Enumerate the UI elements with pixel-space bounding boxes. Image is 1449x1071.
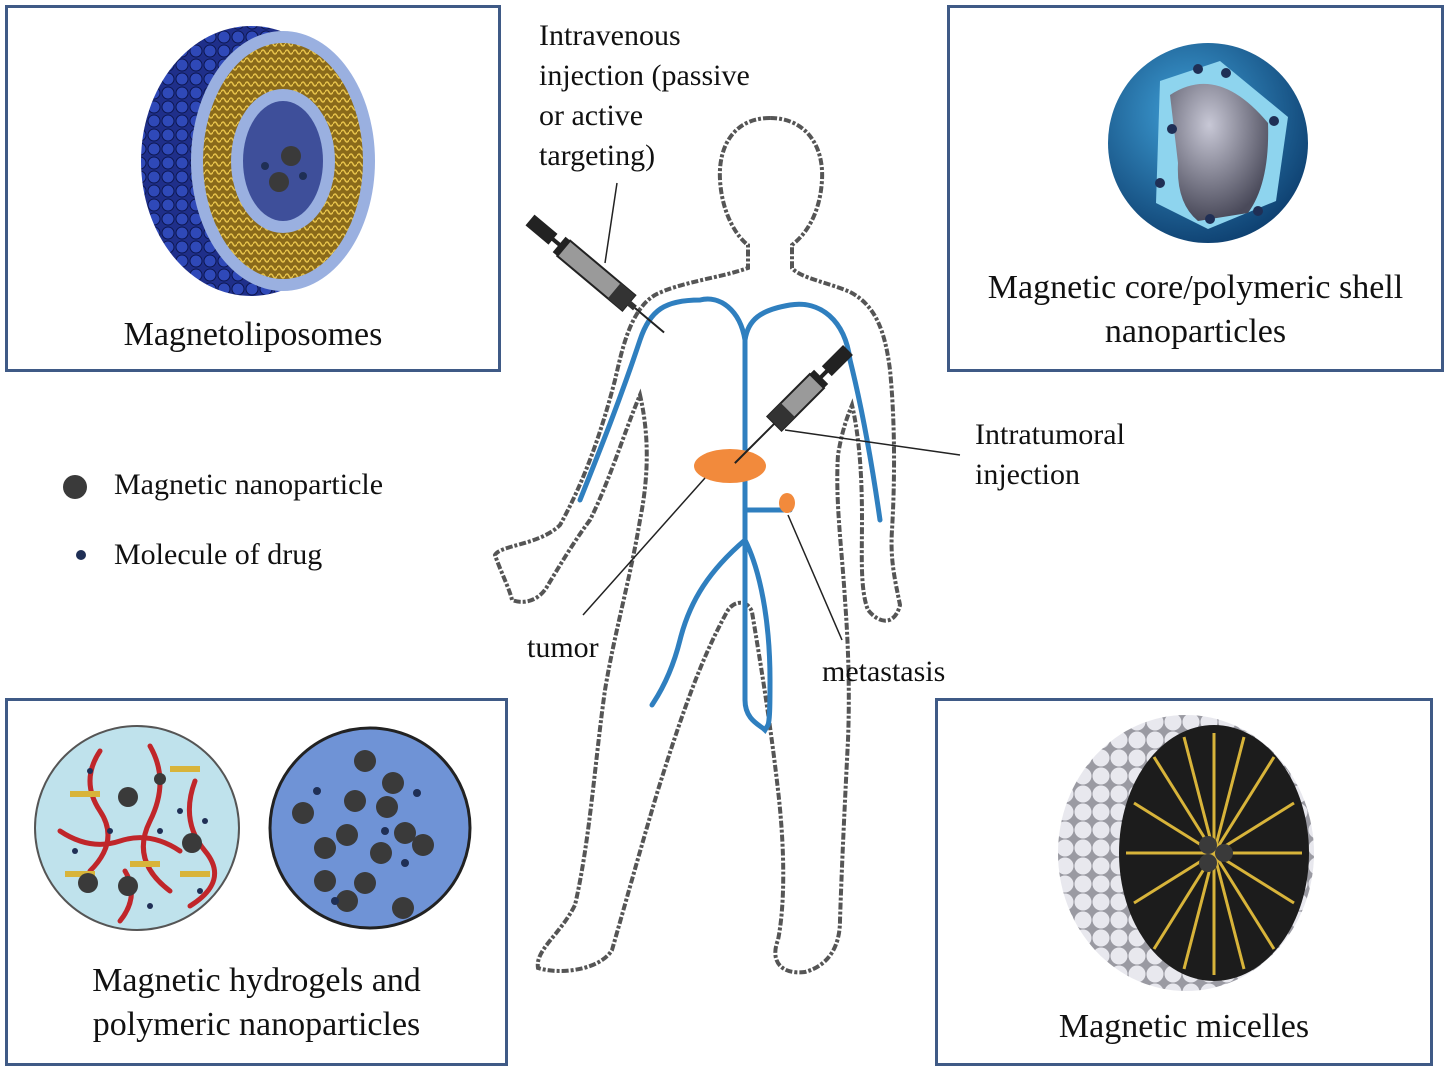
legend-drug-label: Molecule of drug	[114, 538, 323, 571]
human-body-outline	[492, 115, 903, 975]
legend-nanoparticle: Magnetic nanoparticle	[60, 465, 383, 505]
panel-hydrogels: Magnetic hydrogels and polymeric nanopar…	[5, 698, 508, 1066]
panel-core-shell: Magnetic core/polymeric shell nanopartic…	[947, 5, 1444, 372]
blood-vessels	[577, 296, 883, 735]
panel-magnetoliposomes-title: Magnetoliposomes	[123, 316, 383, 353]
panel-magnetoliposomes: Magnetoliposomes	[5, 5, 501, 372]
leader-lines	[582, 182, 961, 641]
panel-micelles-title: Magnetic micelles	[1058, 1008, 1310, 1045]
legend-drug: Molecule of drug	[60, 535, 322, 575]
drug-molecule-icon	[76, 550, 86, 560]
intravenous-injection-label: Intravenous injection (passive or active…	[539, 19, 750, 172]
metastasis-label: metastasis	[822, 655, 946, 688]
panel-core-shell-title: Magnetic core/polymeric shell nanopartic…	[987, 269, 1404, 350]
magnetic-nanoparticle-icon	[63, 475, 87, 499]
magnetoliposome-illustration	[141, 26, 375, 296]
tumor-label: tumor	[527, 631, 599, 664]
hydrogel-illustration	[34, 725, 240, 931]
legend-nanoparticle-label: Magnetic nanoparticle	[114, 468, 384, 501]
micelle-illustration	[1058, 715, 1314, 991]
intratumoral-injection-label: Intratumoral injection	[975, 418, 1125, 491]
metastasis-shape	[779, 493, 795, 513]
core-shell-illustration	[1108, 43, 1308, 243]
panel-hydrogels-title: Magnetic hydrogels and polymeric nanopar…	[92, 962, 421, 1043]
intravenous-syringe-icon	[525, 214, 665, 334]
panel-micelles: Magnetic micelles	[935, 698, 1433, 1066]
intratumoral-syringe-icon	[734, 345, 853, 464]
polymeric-nanoparticle-illustration	[268, 726, 472, 930]
tumor-shape	[694, 449, 766, 483]
